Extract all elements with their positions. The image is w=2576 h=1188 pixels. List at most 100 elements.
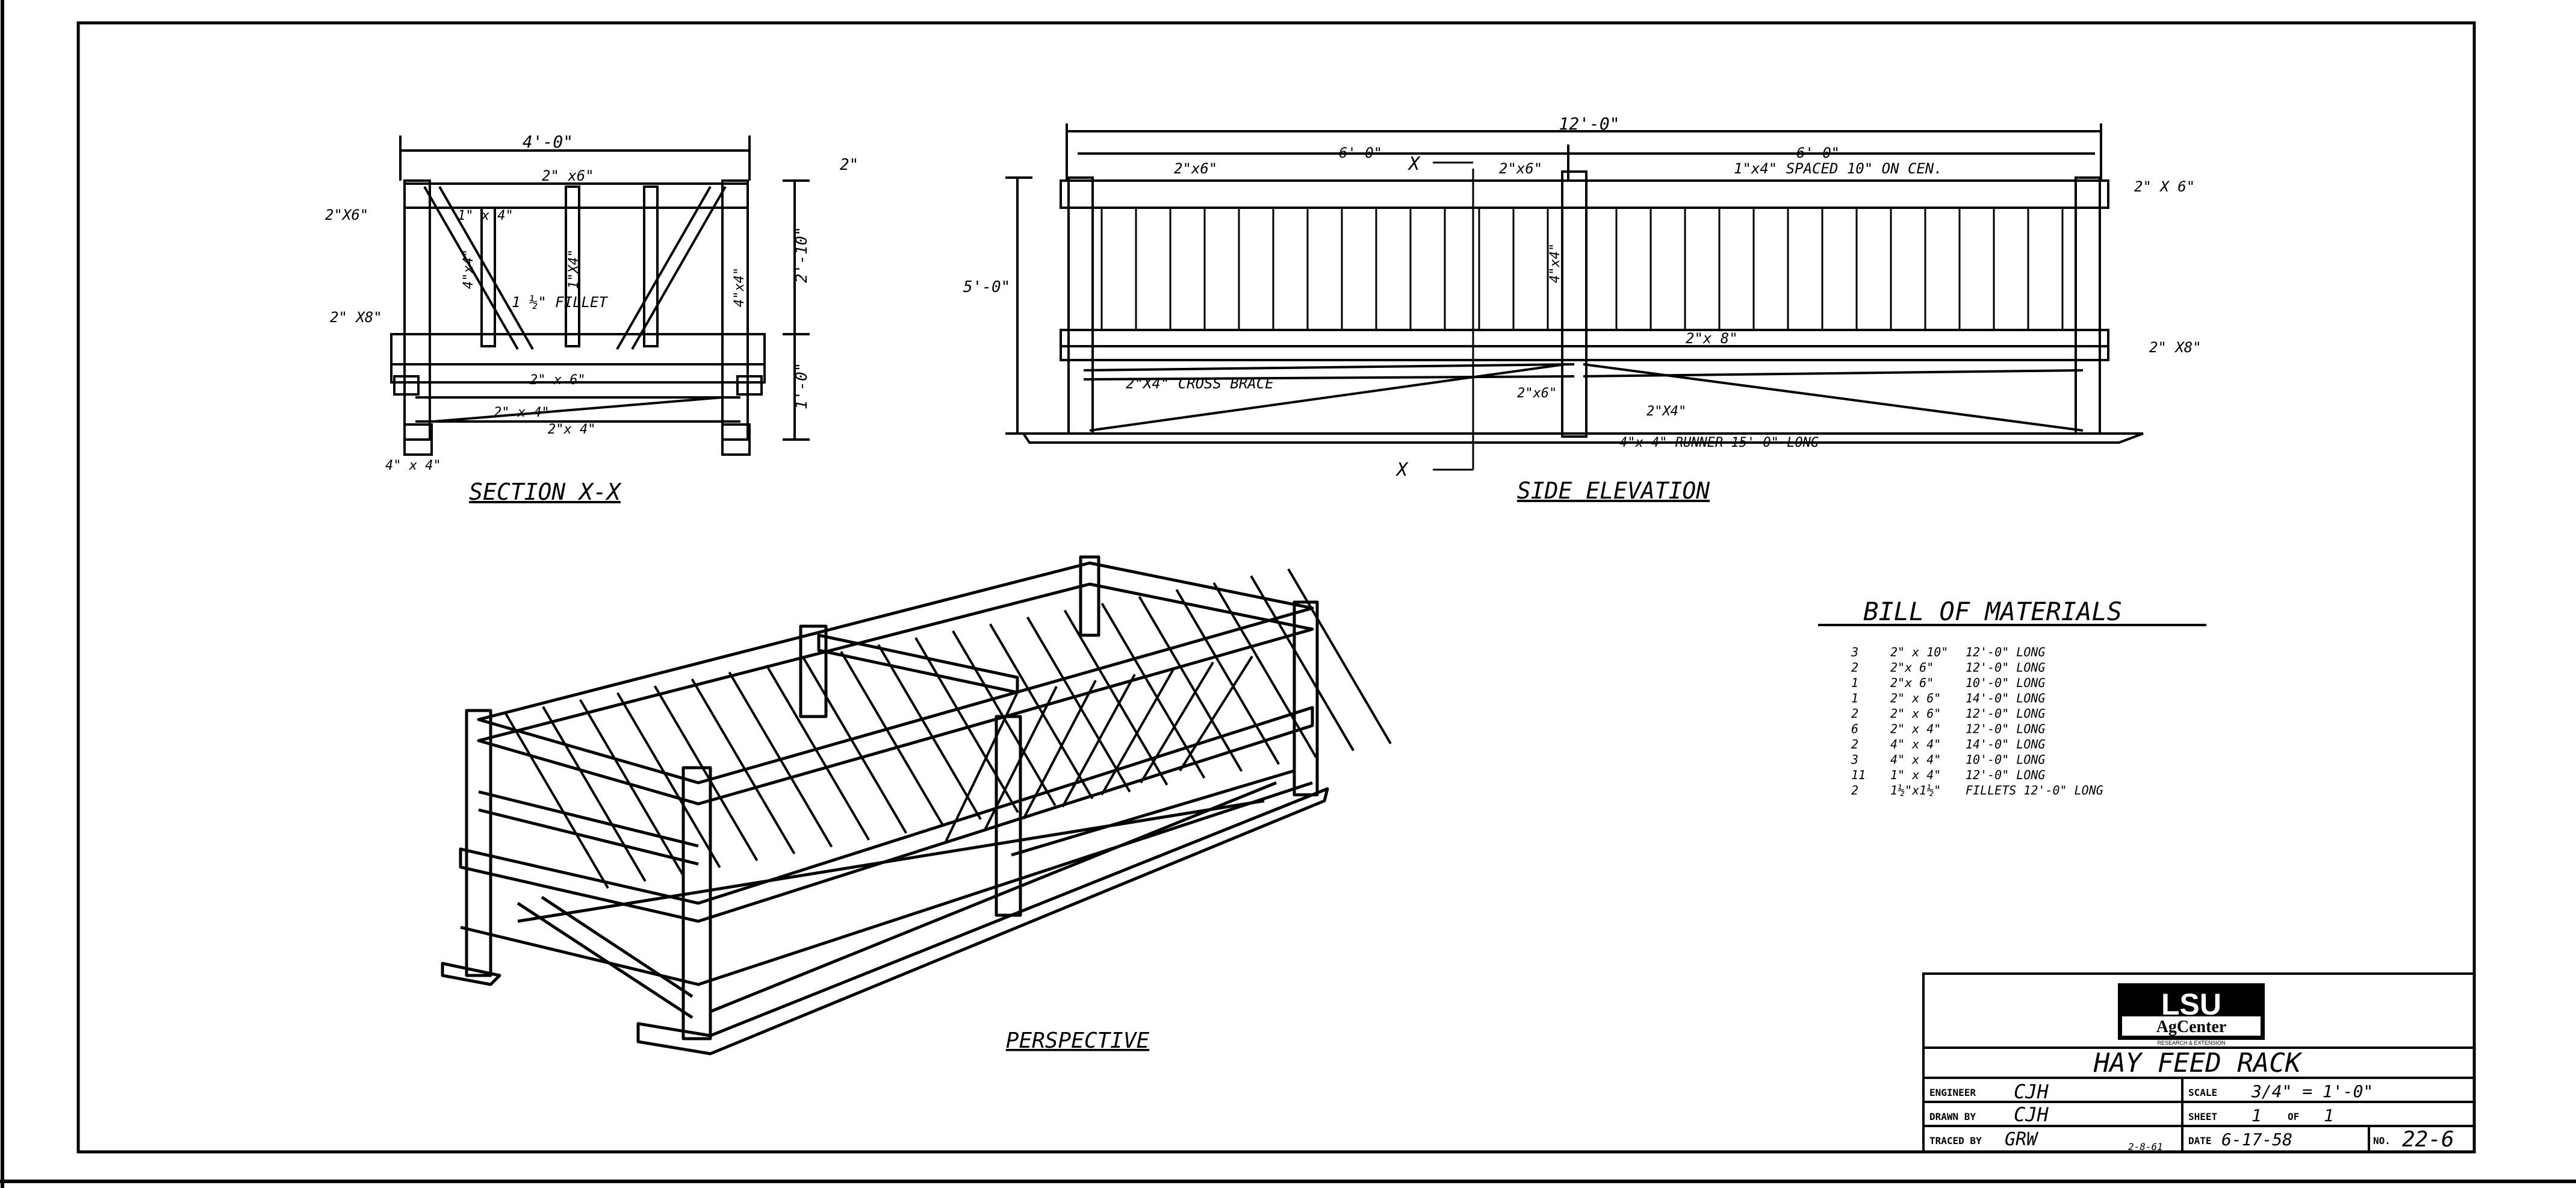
section-view (390, 135, 810, 456)
scale-value: 3/4" = 1'-0" (2251, 1081, 2373, 1101)
section-dim-width: 4'-0" (523, 132, 573, 152)
bill-qty: 3 (1851, 753, 1858, 767)
side-label-cross-brace: 2"X4" CROSS BRACE (1126, 375, 1274, 392)
bill-size: 2" x 6" (1890, 691, 1941, 706)
perspective-slat (1061, 674, 1136, 807)
side-label-runner: 4"x 4" RUNNER 15'-0" LONG (1619, 435, 1819, 450)
side-label-right-bottom: 2" X8" (2149, 339, 2202, 356)
section-label-9: 2" x 4" (494, 405, 550, 420)
bill-length: FILLETS 12'-0" LONG (1966, 783, 2103, 798)
section-label-8: 2" x 6" (530, 373, 586, 388)
logo-bottom: AgCenter (2156, 1018, 2227, 1036)
section-dim-top-right: 2" (840, 156, 858, 174)
perspective-slat (1063, 609, 1169, 786)
perspective-slats (504, 568, 1392, 889)
bill-length: 10'-0" LONG (1966, 753, 2045, 767)
bill-length: 12'-0" LONG (1966, 768, 2045, 782)
bill-length: 12'-0" LONG (1966, 706, 2045, 721)
section-label-3: 4"x4" (461, 249, 476, 289)
perspective-slat (983, 686, 1058, 832)
bill-size: 4" x 4" (1890, 753, 1941, 767)
perspective-slat (765, 664, 871, 841)
date-label: DATE (2188, 1135, 2212, 1146)
section-label-2: 1" x 4" (458, 208, 514, 223)
logo-sub: RESEARCH & EXTENSION (2157, 1040, 2225, 1046)
side-section-mark-top: X (1407, 154, 1421, 175)
perspective-slat (1287, 568, 1392, 745)
perspective-slat (579, 699, 684, 875)
side-dim-height: 5'-0" (963, 278, 1010, 296)
bill-size: 1" x 4" (1890, 768, 1941, 782)
sheet-border (76, 21, 2476, 1154)
section-label-1: 2"X6" (325, 207, 368, 223)
bill-qty: 2 (1851, 737, 1858, 751)
perspective-slat (542, 706, 647, 882)
engineer-value: CJH (2014, 1080, 2049, 1103)
side-section-mark-bottom: X (1395, 459, 1409, 480)
perspective-slat (691, 678, 796, 854)
sheet-value: 1 (2252, 1106, 2262, 1125)
bill-size: 2" x 4" (1890, 722, 1941, 736)
section-title: SECTION X-X (469, 479, 622, 505)
bill-qty: 11 (1851, 768, 1866, 782)
perspective-slat (1138, 596, 1243, 772)
bill-length: 12'-0" LONG (1966, 645, 2045, 659)
section-label-4: 1"X4" (566, 249, 582, 289)
traced-date: 2-8-61 (2128, 1141, 2163, 1152)
bill-length: 14'-0" LONG (1966, 691, 2045, 706)
section-label-11: 4" x 4" (385, 458, 441, 473)
perspective-title: PERSPECTIVE (1006, 1028, 1150, 1053)
title-block-text: LSU AgCenter RESEARCH & EXTENSION HAY FE… (1929, 987, 2454, 1152)
side-label-right-top: 2" X 6" (2134, 178, 2195, 195)
bill-length: 12'-0" LONG (1966, 722, 2045, 736)
side-label-top-left: 2"x6" (1174, 160, 1217, 177)
perspective-slat (802, 658, 907, 834)
side-title: SIDE ELEVATION (1517, 477, 1710, 504)
side-label-spacing: 1"x4" SPACED 10" ON CEN. (1734, 160, 1943, 177)
bill-size: 2" x 10" (1890, 645, 1948, 659)
section-dim-lower: 1'-0" (793, 362, 811, 409)
perspective-slat (1100, 603, 1206, 779)
drawn-label: DRAWN BY (1929, 1111, 1976, 1122)
side-label-bottom-board: 2"x 8" (1686, 330, 1738, 347)
bill-size: 4" x 4" (1890, 737, 1941, 751)
section-dim-upper: 2'-10" (793, 226, 811, 283)
perspective-slat (1250, 575, 1355, 751)
perspective-slat (616, 692, 721, 868)
no-label: NO. (2373, 1135, 2391, 1146)
sheet-label: SHEET (2188, 1111, 2217, 1122)
side-label-center-brace: 2"X4" (1646, 404, 1686, 419)
logo-top: LSU (2161, 987, 2221, 1021)
bill-qty: 2 (1851, 706, 1858, 721)
date-value: 6-17-58 (2221, 1130, 2292, 1149)
perspective-slat (1100, 668, 1175, 795)
engineer-label: ENGINEER (1929, 1087, 1976, 1098)
side-elevation-slats (1100, 208, 2064, 330)
perspective-slat (1212, 582, 1317, 758)
bill-size: 2" x 6" (1890, 706, 1941, 721)
side-elevation-view (1005, 123, 2144, 471)
bill-qty: 1 (1851, 691, 1858, 706)
side-elevation-text: 12'-0" 6'-0" 6'-0" 5'-0" X X 2"x6" 2"x6"… (963, 114, 2202, 504)
perspective-slat (877, 644, 982, 820)
perspective-slat (840, 651, 945, 827)
title-block (1922, 972, 2475, 1153)
traced-value: GRW (2005, 1129, 2039, 1150)
bill-length: 10'-0" LONG (1966, 676, 2045, 690)
of-label: OF (2288, 1111, 2299, 1122)
perspective-slat (1179, 655, 1253, 772)
side-dim-overall: 12'-0" (1559, 114, 1619, 134)
perspective-slat (728, 671, 833, 848)
scale-label: SCALE (2188, 1087, 2217, 1098)
side-dim-half-right: 6'-0" (1796, 145, 1840, 161)
perspective-slat (1175, 589, 1280, 765)
drawing-title: HAY FEED RACK (2093, 1048, 2303, 1078)
bill-length: 12'-0" LONG (1966, 661, 2045, 675)
bill-size: 2"x 6" (1890, 661, 1934, 675)
of-value: 1 (2324, 1106, 2334, 1125)
bill-qty: 3 (1851, 645, 1858, 659)
bill-qty: 2 (1851, 783, 1858, 798)
